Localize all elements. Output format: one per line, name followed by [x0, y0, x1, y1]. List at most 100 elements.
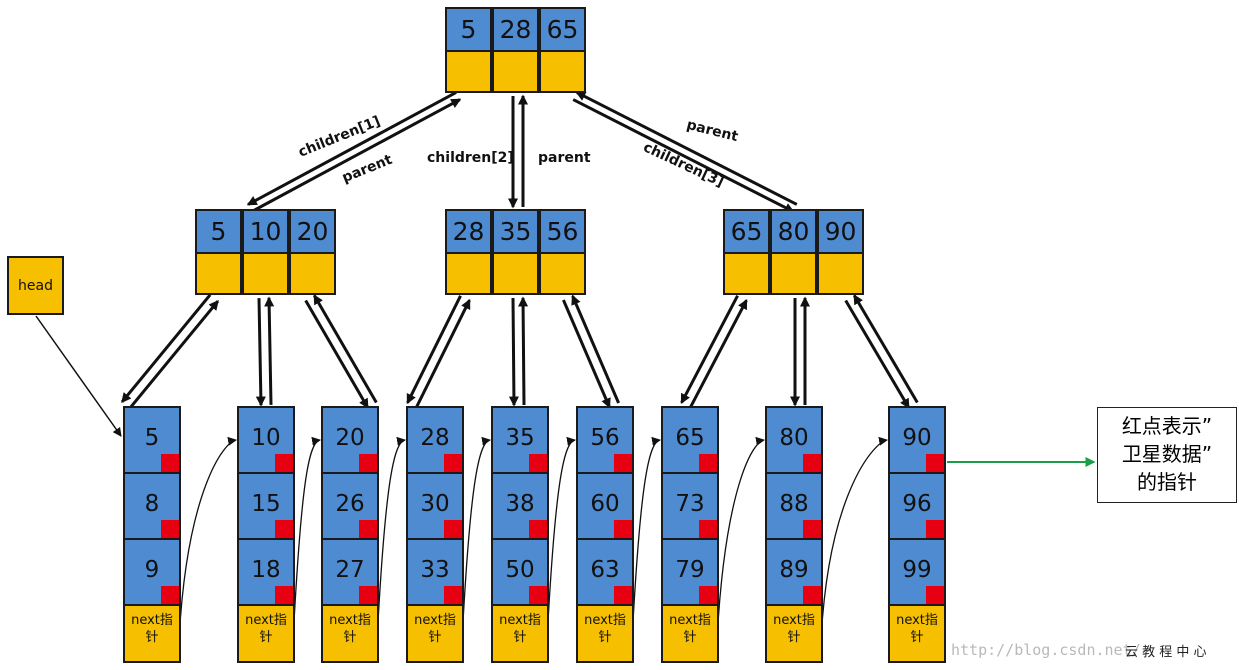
leaf-key-value: 88 — [779, 491, 809, 517]
next-pointer-arrow — [461, 436, 491, 641]
root-child-3-edge-down — [572, 98, 795, 213]
leaf-9-next-pointer: next指针 — [888, 604, 946, 663]
leaf-4-next-pointer: next指针 — [406, 604, 464, 663]
satellite-data-pointer-dot — [275, 454, 293, 472]
internal-1-leaf-edge-2-down — [255, 298, 266, 407]
leaf-6-key: 56 — [576, 406, 634, 474]
internal-node-3-key: 80 — [770, 209, 817, 254]
internal-3-leaf-edge-3-up — [853, 294, 919, 404]
satellite-data-pointer-dot — [161, 586, 179, 604]
satellite-data-pointer-dot — [529, 520, 547, 538]
leaf-7-key: 65 — [661, 406, 719, 474]
leaf-key-value: 73 — [675, 491, 705, 517]
internal-2-leaf-edge-3-up — [571, 294, 620, 404]
satellite-data-pointer-dot — [161, 520, 179, 538]
leaf-1-key: 9 — [123, 538, 181, 606]
root-node-key: 65 — [539, 7, 586, 52]
next-pointer-arrow — [820, 436, 888, 641]
leaf-key-value: 18 — [251, 557, 281, 583]
leaf-5-next-pointer: next指针 — [491, 604, 549, 663]
internal-node-2-child-pointer — [492, 252, 539, 295]
leaf-5-key: 38 — [491, 472, 549, 540]
leaf-2-key: 15 — [237, 472, 295, 540]
leaf-key-value: 15 — [251, 491, 281, 517]
satellite-data-pointer-dot — [699, 586, 717, 604]
root-child-1-edge-down — [246, 91, 457, 206]
leaf-3-next-pointer: next指针 — [321, 604, 379, 663]
leaf-8-next-pointer: next指针 — [765, 604, 823, 663]
leaf-6-key: 63 — [576, 538, 634, 606]
internal-1-leaf-edge-3-up — [313, 294, 378, 404]
leaf-8-key: 80 — [765, 406, 823, 474]
leaf-key-value: 89 — [779, 557, 809, 583]
leaf-9-key: 90 — [888, 406, 946, 474]
satellite-data-pointer-dot — [926, 586, 944, 604]
root-node-child-pointer — [539, 50, 586, 93]
leaf-key-value: 5 — [144, 425, 160, 451]
internal-node-3-key: 90 — [817, 209, 864, 254]
leaf-6-next-pointer: next指针 — [576, 604, 634, 663]
internal-node-2-key: 56 — [539, 209, 586, 254]
leaf-8-key: 88 — [765, 472, 823, 540]
leaf-key-value: 90 — [902, 425, 932, 451]
leaf-key-value: 20 — [335, 425, 365, 451]
internal-1-leaf-edge-2-up — [264, 296, 275, 405]
satellite-data-pointer-dot — [803, 454, 821, 472]
satellite-data-pointer-dot — [359, 586, 377, 604]
internal-1-leaf-edge-1-up — [128, 300, 220, 410]
next-pointer-arrow — [631, 436, 661, 641]
internal-node-3-key: 65 — [723, 209, 770, 254]
root-node-child-pointer — [492, 50, 539, 93]
leaf-7-next-pointer: next指针 — [661, 604, 719, 663]
leaf-2-next-pointer: next指针 — [237, 604, 295, 663]
internal-node-3-child-pointer — [817, 252, 864, 295]
satellite-data-pointer-dot — [926, 454, 944, 472]
leaf-key-value: 60 — [590, 491, 620, 517]
leaf-5-key: 50 — [491, 538, 549, 606]
next-pointer-arrow — [716, 436, 765, 641]
satellite-data-pointer-dot — [529, 454, 547, 472]
leaf-6-key: 60 — [576, 472, 634, 540]
internal-2-leaf-edge-1-down — [406, 295, 462, 405]
next-pointer-arrow — [178, 436, 237, 641]
satellite-data-pointer-dot — [161, 454, 179, 472]
leaf-3-key: 27 — [321, 538, 379, 606]
leaf-key-value: 35 — [505, 425, 535, 451]
satellite-data-pointer-dot — [444, 520, 462, 538]
satellite-data-pointer-dot — [614, 454, 632, 472]
leaf-4-key: 28 — [406, 406, 464, 474]
satellite-data-pointer-dot — [359, 454, 377, 472]
next-pointer-arrow — [376, 436, 406, 641]
watermark-text: http://blog.csdn.net/ — [951, 641, 1141, 659]
leaf-2-key: 18 — [237, 538, 295, 606]
satellite-data-pointer-dot — [275, 586, 293, 604]
leaf-key-value: 96 — [902, 491, 932, 517]
leaf-key-value: 30 — [420, 491, 450, 517]
internal-2-leaf-edge-1-up — [415, 298, 471, 408]
satellite-data-pointer-dot — [275, 520, 293, 538]
root-node-key: 5 — [445, 7, 492, 52]
leaf-1-key: 8 — [123, 472, 181, 540]
internal-3-leaf-edge-1-down — [680, 294, 739, 405]
internal-1-leaf-edge-3-down — [304, 299, 369, 409]
satellite-data-pointer-dot — [614, 520, 632, 538]
root-child-1-edge-up — [251, 98, 462, 213]
leaf-key-value: 10 — [251, 425, 281, 451]
leaf-2-key: 10 — [237, 406, 295, 474]
leaf-key-value: 8 — [144, 491, 160, 517]
leaf-key-value: 9 — [144, 557, 160, 583]
internal-node-1-key: 20 — [289, 209, 336, 254]
satellite-data-pointer-dot — [926, 520, 944, 538]
next-pointer-arrow — [292, 436, 321, 641]
satellite-data-pointer-dot — [529, 586, 547, 604]
next-pointer-arrow — [546, 436, 576, 641]
satellite-data-pointer-dot — [803, 586, 821, 604]
leaf-7-key: 79 — [661, 538, 719, 606]
internal-node-1-child-pointer — [289, 252, 336, 295]
internal-2-leaf-edge-3-down — [562, 299, 611, 409]
internal-3-leaf-edge-1-up — [689, 298, 748, 409]
internal-node-1-key: 5 — [195, 209, 242, 254]
leaf-key-value: 79 — [675, 557, 705, 583]
leaf-9-key: 96 — [888, 472, 946, 540]
